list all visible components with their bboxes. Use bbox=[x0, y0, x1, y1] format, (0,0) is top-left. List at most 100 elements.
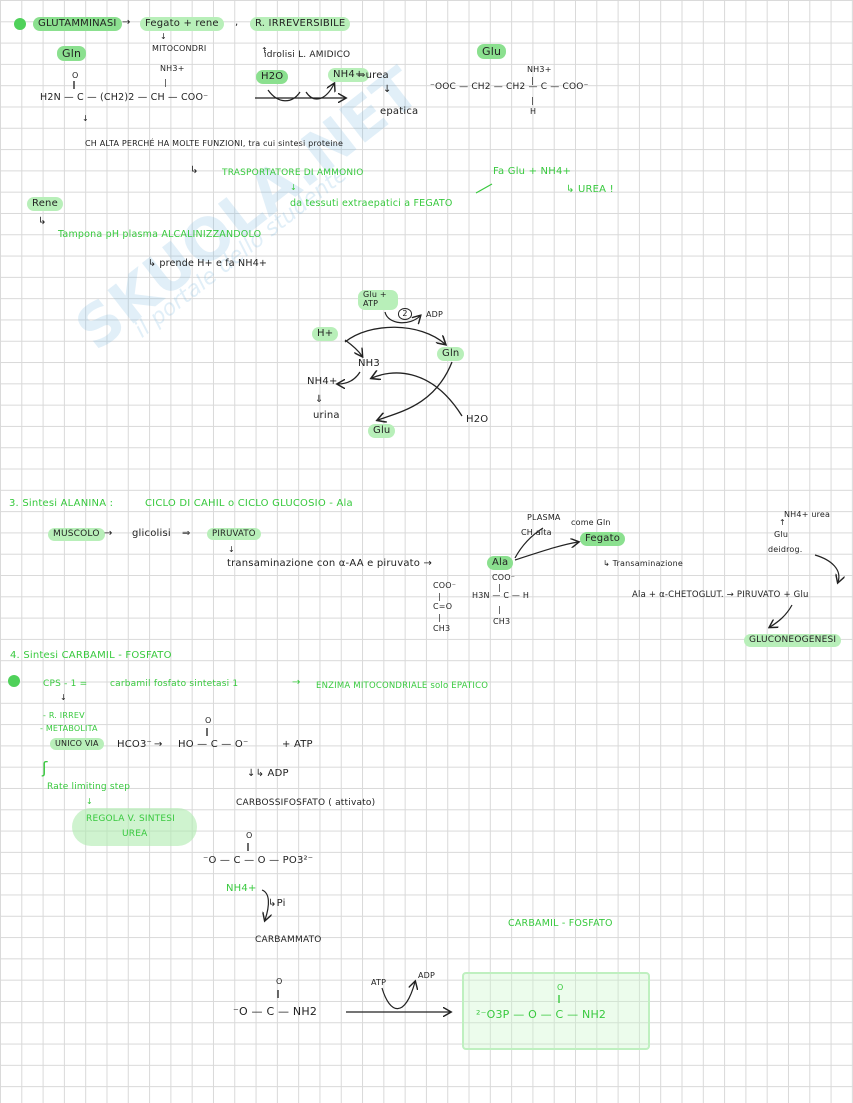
pyruvate-bond: | bbox=[438, 592, 441, 602]
arrow: → bbox=[292, 677, 301, 689]
down-arrow: ↓ bbox=[383, 84, 392, 96]
cp-bond: ‖ bbox=[246, 842, 250, 852]
cycle-adp: ADP bbox=[426, 310, 443, 320]
carbossi-formula: ⁻O — C — O — PO3²⁻ bbox=[203, 855, 313, 867]
carbonate-oxygen: O bbox=[205, 716, 212, 726]
come-gln-label: come Gln bbox=[571, 518, 611, 528]
rate-limiting-note: Rate limiting step bbox=[47, 782, 130, 793]
to-urea-label: ⇒urea bbox=[357, 70, 389, 82]
gln-nh3: NH3+ bbox=[160, 64, 185, 74]
cps-label: CPS - 1 = bbox=[43, 679, 87, 690]
arrow: → bbox=[154, 739, 163, 751]
pi-label: ↳Pi bbox=[268, 898, 286, 910]
carbamate-oxygen: O bbox=[276, 977, 283, 987]
irreversibile-label: R. IRREVERSIBILE bbox=[250, 17, 350, 31]
water-label: H2O bbox=[256, 70, 288, 84]
cycle-down-arrow: ⇓ bbox=[315, 394, 324, 406]
reaction-loop-in bbox=[268, 90, 300, 101]
gluconeogenesis-label: GLUCONEOGENESI bbox=[744, 634, 841, 647]
bullet-dot bbox=[8, 675, 20, 687]
cycle-urina: urina bbox=[313, 410, 340, 422]
glu-h-bond: | bbox=[531, 96, 534, 106]
ala-to-fegato-arrow bbox=[515, 542, 578, 560]
bullet-dot bbox=[14, 18, 26, 30]
pyruvate-ch3: CH3 bbox=[433, 624, 450, 634]
mito-arrow: ↓ bbox=[160, 32, 167, 42]
glu-h: H bbox=[530, 107, 536, 117]
carbonic-formula: HO — C — O⁻ bbox=[178, 739, 248, 751]
fa-glu-nh4: Fa Glu + NH4+ bbox=[493, 166, 571, 178]
glu-label: Glu bbox=[477, 44, 506, 59]
plasma-label: PLASMA bbox=[527, 513, 561, 523]
unico-via-label: UNICO VIA bbox=[50, 738, 104, 750]
transporter-label: TRASPORTATORE DI AMMONIO bbox=[222, 168, 364, 179]
cycle-gln-to-glu bbox=[378, 362, 452, 420]
comma: , bbox=[235, 17, 238, 29]
alanine-center: H3N — C — H bbox=[472, 591, 529, 601]
cp-oxygen: O bbox=[246, 831, 253, 841]
cahil-cycle: CICLO DI CAHIL o CICLO GLUCOSIO - Ala bbox=[145, 498, 353, 510]
muscolo-label: MUSCOLO bbox=[48, 528, 105, 541]
ala-label: Ala bbox=[487, 556, 513, 570]
gln-down-arrow: ↓ bbox=[82, 114, 89, 124]
cycle-h2o-arc bbox=[372, 373, 462, 416]
cycle-gln: Gln bbox=[437, 347, 464, 361]
plus-atp: + ATP bbox=[282, 739, 313, 751]
fegato-label: Fegato bbox=[580, 532, 625, 546]
rene-label: Rene bbox=[27, 197, 63, 211]
reaction-loop-out bbox=[306, 84, 334, 99]
transport-arrow bbox=[476, 184, 492, 193]
cf-oxygen: O bbox=[557, 983, 564, 993]
alanine-coo: COO⁻ bbox=[492, 573, 515, 583]
cycle-h-to-nh3 bbox=[345, 340, 362, 356]
bicarbonate: HCO3⁻ bbox=[117, 739, 152, 751]
down-arrow: ↓ bbox=[60, 693, 67, 703]
urea-note: ↳ UREA ! bbox=[566, 184, 614, 196]
nh4-label: NH4+ bbox=[226, 883, 257, 895]
section4-title: 4. Sintesi CARBAMIL - FOSFATO bbox=[10, 650, 172, 662]
rene-arrow: ↳ bbox=[38, 216, 47, 228]
pyruvate-coo: COO⁻ bbox=[433, 581, 456, 591]
carbamate-formula: ⁻O — C — NH2 bbox=[233, 1005, 317, 1018]
gln-nh3-bond: | bbox=[164, 78, 167, 88]
cycle-glu: Glu bbox=[368, 424, 395, 438]
mitocondri-label: MITOCONDRI bbox=[152, 44, 206, 54]
cycle-enzyme-number: 2 bbox=[398, 308, 412, 320]
glicolisi-label: glicolisi bbox=[132, 528, 171, 540]
deidrog-curve bbox=[815, 555, 839, 582]
deidrog-label: deidrog. bbox=[768, 545, 803, 555]
glutamminasi-title: GLUTAMMINASI bbox=[33, 17, 122, 31]
gln-double-bond: ‖ bbox=[72, 80, 76, 90]
alanine-bond: | bbox=[498, 605, 501, 615]
atp-adp-loop bbox=[382, 982, 415, 1009]
final-adp: ADP bbox=[418, 971, 435, 981]
carbonate-bond: ‖ bbox=[205, 727, 209, 737]
cycle-h2o: H2O bbox=[466, 414, 488, 426]
pyruvate-bond: | bbox=[438, 613, 441, 623]
tampona-note: Tampona pH plasma ALCALINIZZANDOLO bbox=[58, 229, 261, 240]
transporter-route: da tessuti extraepatici a FEGATO bbox=[290, 198, 453, 209]
transporter-down: ↓ bbox=[290, 183, 297, 193]
enzima-note: ENZIMA MITOCONDRIALE solo EPATICO bbox=[316, 681, 488, 691]
glu-formula: ⁻OOC — CH2 — CH2 — C — COO⁻ bbox=[430, 82, 589, 93]
up-arrow: ↑ bbox=[779, 518, 786, 528]
gln-label: Gln bbox=[57, 46, 86, 61]
irrev-note: - R. IRREV bbox=[43, 711, 85, 721]
arrow: → bbox=[122, 17, 131, 29]
cps-name: carbamil fosfato sintetasi 1 bbox=[110, 679, 238, 690]
cf-bond: ‖ bbox=[557, 994, 561, 1004]
arrow: → bbox=[104, 528, 113, 540]
glu-nh3: NH3+ bbox=[527, 65, 552, 75]
carbamate-bond: ‖ bbox=[276, 989, 280, 999]
nh4-urea-label: NH4+ urea bbox=[784, 510, 830, 520]
cycle-h-plus: H+ bbox=[312, 327, 338, 341]
ch-alta-label: CH alta bbox=[521, 528, 552, 538]
rate-down: ↓ bbox=[86, 797, 93, 807]
regola-note: REGOLA V. SINTESI bbox=[86, 814, 175, 825]
to-gluconeo-arrow bbox=[770, 605, 792, 627]
down-arrow: ↓ bbox=[228, 545, 235, 555]
alanine-ch3: CH3 bbox=[493, 617, 510, 627]
regola-urea: UREA bbox=[122, 829, 147, 840]
carbamil-fosfato-title: CARBAMIL - FOSFATO bbox=[508, 918, 613, 929]
